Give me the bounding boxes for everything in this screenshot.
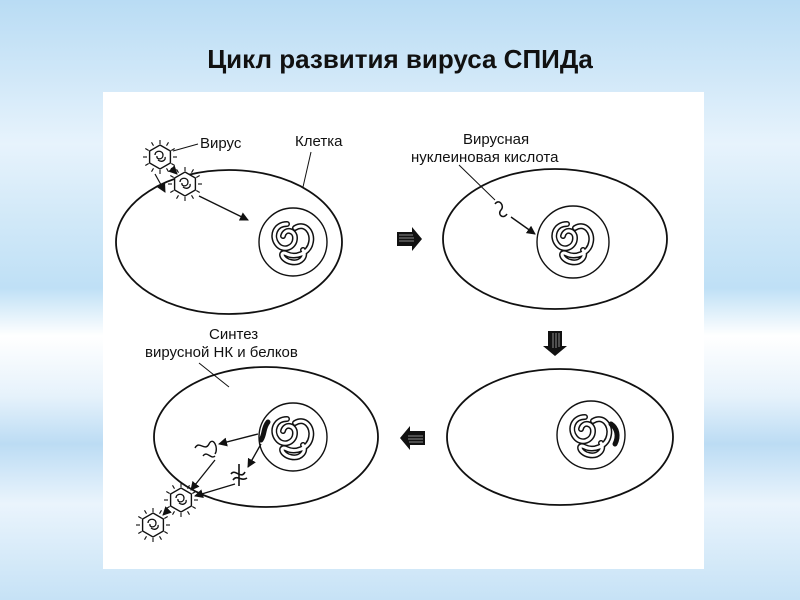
cell-membrane [442, 168, 668, 310]
entry-arrow [198, 195, 249, 221]
label-synthesis-1: Синтез [209, 326, 258, 343]
step-arrow-left-icon [399, 425, 426, 451]
viral-na-strand [494, 201, 508, 218]
cell-nucleus [258, 402, 328, 472]
dna-coil-icon [572, 417, 609, 455]
leader-line [302, 151, 312, 188]
synthesis-arrow [247, 443, 262, 468]
label-cell: Клетка [295, 133, 343, 150]
hiv-cycle-figure: Вирус Клетка Вирусная нуклеиновая кислот… [103, 92, 704, 569]
synthesis-arrow [218, 433, 259, 447]
panel-viral-na: Вирусная нуклеиновая кислота [411, 131, 668, 310]
cell-nucleus [556, 400, 626, 470]
cell-nucleus [258, 207, 328, 277]
step-arrow-down-icon [542, 330, 568, 357]
panel-integration [446, 368, 674, 506]
na-arrow [510, 216, 536, 235]
viral-rna-copy [194, 440, 218, 458]
label-viral-na-1: Вирусная [463, 131, 529, 148]
dna-coil-icon [274, 419, 311, 457]
assembly-arrow [190, 459, 216, 491]
hiv-cycle-diagram: Вирус Клетка Вирусная нуклеиновая кислот… [115, 131, 674, 543]
cell-nucleus [536, 205, 610, 279]
integrated-provirus [258, 419, 271, 443]
cell-membrane [115, 169, 343, 315]
label-synthesis-2: вирусной НК и белков [145, 344, 298, 361]
cell-membrane [153, 366, 379, 508]
viral-protein [230, 464, 248, 486]
entry-arrow [154, 173, 166, 193]
step-arrow-right-icon [396, 226, 423, 252]
cell-membrane [446, 368, 674, 506]
panel-synthesis: Синтез вирусной НК и белков [135, 326, 379, 543]
release-arrow [162, 506, 172, 516]
leader-line [172, 143, 199, 152]
label-virus: Вирус [200, 135, 242, 152]
dna-coil-icon [554, 224, 591, 262]
assembly-arrow [194, 483, 236, 499]
panel-virus-entry: Вирус Клетка [115, 133, 343, 315]
leader-line [198, 362, 230, 388]
entry-arrow [168, 165, 178, 175]
slide-title: Цикл развития вируса СПИДа [207, 44, 593, 74]
dna-coil-icon [274, 224, 311, 262]
leader-line [458, 164, 496, 201]
label-viral-na-2: нуклеиновая кислота [411, 149, 559, 166]
integrated-provirus [608, 421, 620, 447]
